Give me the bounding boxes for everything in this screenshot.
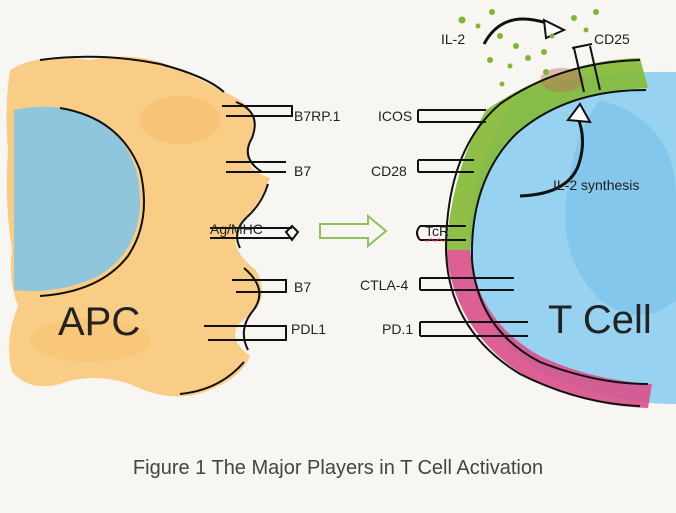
tcell-molecule-ctla4: CTLA-4 — [360, 277, 408, 293]
il2-dot — [507, 63, 513, 69]
cd28-receptor — [417, 159, 474, 173]
apc-molecule-b7rp1: B7RP.1 — [294, 108, 341, 124]
apc-texture — [140, 96, 220, 144]
apc-nucleus — [14, 106, 140, 292]
il2-dot — [583, 27, 589, 33]
tcell-nucleus — [565, 100, 676, 315]
figure-caption: Figure 1 The Major Players in T Cell Act… — [133, 457, 543, 479]
tcell-molecule-cd28: CD28 — [371, 163, 407, 179]
ctla4-receptor — [419, 277, 514, 291]
pd1-receptor — [419, 321, 528, 337]
tcell-membrane-pink — [446, 250, 652, 408]
il2-dot — [593, 9, 599, 15]
il2-dot — [497, 33, 503, 39]
apc-label: APC — [58, 300, 140, 344]
apc-nucleus-outline — [39, 107, 145, 297]
cd25-cap — [571, 43, 593, 49]
tcell-label: T Cell — [548, 298, 652, 342]
il2-dot — [543, 69, 549, 75]
il2-molecules — [458, 9, 599, 87]
mhc-ligand — [210, 227, 292, 239]
tcell-molecule-tcr: TcR — [425, 223, 449, 239]
interaction-arrow-icon — [319, 213, 388, 249]
b7-ligand-lower — [232, 279, 287, 293]
tcell-molecule-icos: ICOS — [378, 108, 412, 124]
il2-secretion-arrowhead — [542, 18, 567, 40]
cd25-label: CD25 — [594, 31, 630, 47]
apc-molecule-pdl1: PDL1 — [291, 321, 326, 337]
tcell-outer-membrane-line — [444, 59, 641, 407]
apc-molecule-b7: B7 — [294, 163, 311, 179]
il2-dot — [525, 55, 531, 61]
il2-dot — [549, 33, 555, 39]
il2-dot — [458, 16, 466, 24]
il2-dot — [499, 81, 505, 87]
il2-label: IL-2 — [441, 31, 465, 47]
il2-synthesis-label: IL-2 synthesis — [553, 177, 639, 193]
apc-molecule-ag-mhc: Ag/MHC — [210, 221, 263, 237]
il2-dot — [487, 57, 493, 63]
tcell-inner-membrane-line — [470, 89, 649, 385]
tcell-receptor-group — [416, 109, 528, 337]
peptide-diamond-icon — [284, 224, 300, 242]
apc-ligand-group — [204, 105, 293, 341]
pdl1-ligand — [204, 325, 287, 341]
apc-molecule-b7-lower: B7 — [294, 279, 311, 295]
b7-ligand — [226, 161, 286, 173]
cd25-overlap — [540, 68, 584, 92]
cd25-stalk — [573, 45, 601, 93]
il2-synthesis-arrowhead — [566, 102, 592, 124]
tcr-spellcheck-underline — [424, 238, 446, 242]
il2-dot — [489, 9, 495, 15]
cd25-receptor — [571, 43, 601, 93]
apc-membrane — [39, 55, 269, 395]
il2-dot — [513, 43, 519, 49]
apc-texture — [30, 318, 150, 362]
tcell-molecule-pd1: PD.1 — [382, 321, 413, 337]
il2-dot — [541, 49, 547, 55]
il2-dot — [475, 23, 481, 29]
icos-receptor — [417, 109, 486, 123]
il2-dot — [571, 15, 577, 21]
il2-synthesis-arrow-icon — [519, 117, 585, 198]
b7rp1-ligand — [222, 105, 293, 117]
tcr-receptor — [416, 225, 466, 241]
